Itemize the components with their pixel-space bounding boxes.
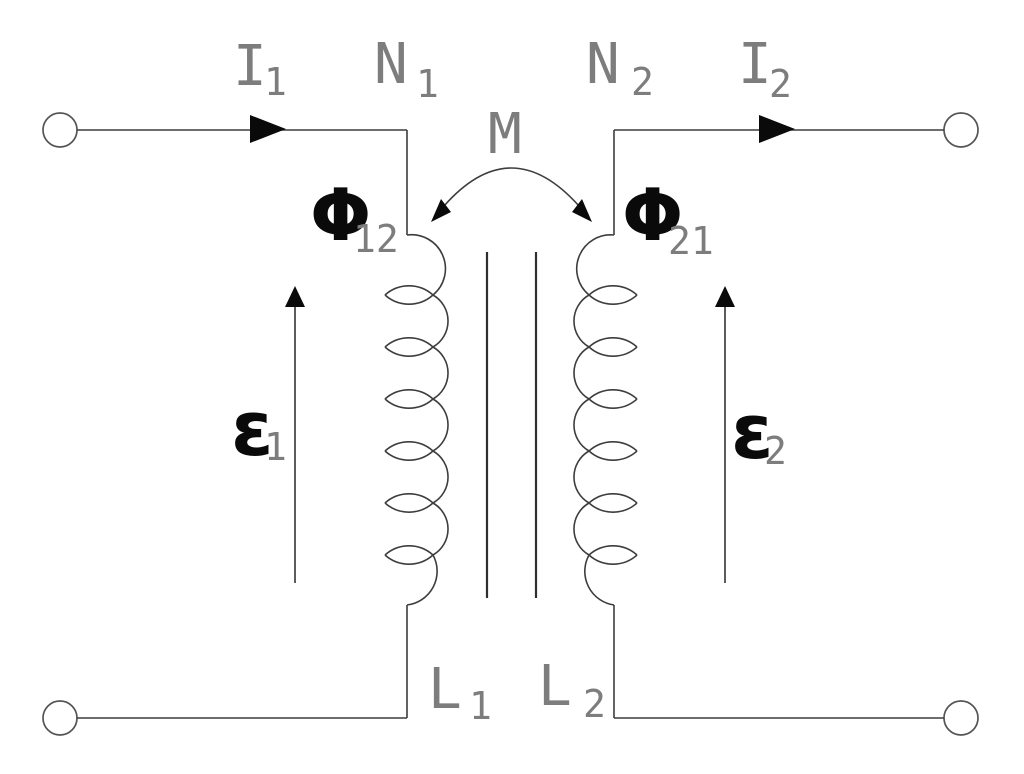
core-lines bbox=[485, 252, 538, 598]
label-inductance-primary: L bbox=[428, 657, 462, 722]
label-turns-secondary-sub: 2 bbox=[631, 60, 654, 104]
label-emf-secondary-sub: 2 bbox=[764, 429, 787, 473]
emf-arrow-primary-head bbox=[285, 286, 305, 307]
emf-arrow-primary-icon bbox=[285, 286, 305, 583]
current-arrow-primary-icon bbox=[250, 115, 286, 143]
label-current-secondary-sub: 2 bbox=[769, 62, 792, 106]
label-turns-secondary: N bbox=[586, 32, 620, 97]
terminal-bottom-right-icon bbox=[943, 700, 979, 736]
current-arrow-secondary-icon bbox=[759, 115, 795, 143]
label-turns-primary: N bbox=[374, 32, 408, 97]
terminal-top-left-icon bbox=[42, 112, 78, 148]
label-inductance-secondary: L bbox=[538, 654, 572, 719]
label-current-primary-sub: 1 bbox=[264, 60, 287, 104]
terminal-top-right-icon bbox=[943, 112, 979, 148]
label-current-primary: I bbox=[233, 34, 267, 99]
terminal-group bbox=[42, 112, 979, 736]
label-emf-secondary: ε bbox=[731, 387, 774, 476]
terminal-bottom-left-icon bbox=[42, 700, 78, 736]
circuit-wires bbox=[77, 129, 944, 719]
coupling-arrowhead-left-icon bbox=[431, 199, 451, 222]
label-inductance-secondary-sub: 2 bbox=[583, 682, 606, 726]
label-emf-primary-sub: 1 bbox=[264, 425, 287, 469]
label-inductance-primary-sub: 1 bbox=[469, 684, 492, 728]
coil-primary bbox=[384, 233, 449, 606]
coil-secondary bbox=[573, 234, 638, 606]
label-flux-21-sub: 21 bbox=[668, 219, 714, 263]
label-flux-21: Φ bbox=[622, 173, 684, 257]
emf-arrow-secondary-icon bbox=[715, 286, 735, 583]
emf-arrow-secondary-head bbox=[715, 286, 735, 307]
label-flux-12: Φ bbox=[310, 173, 372, 257]
label-mutual-inductance: M bbox=[488, 102, 522, 167]
coupling-arc bbox=[443, 167, 580, 207]
label-turns-primary-sub: 1 bbox=[416, 62, 439, 106]
mutual-coupling-arrow-icon bbox=[431, 167, 592, 222]
label-current-secondary: I bbox=[738, 32, 772, 97]
label-emf-primary: ε bbox=[231, 384, 274, 473]
coupling-arrowhead-right-icon bbox=[572, 199, 592, 222]
label-flux-12-sub: 12 bbox=[353, 217, 399, 261]
